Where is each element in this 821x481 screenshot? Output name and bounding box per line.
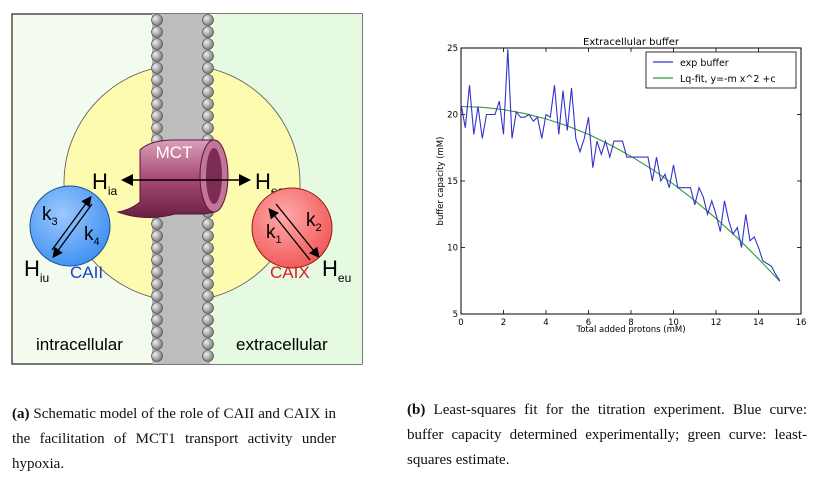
h-iu-label: Hiu [24, 256, 49, 285]
caption-b: (b) Least-squares fit for the titration … [407, 398, 807, 473]
legend-label-fit: Lq-fit, y=-m x^2 +c [680, 74, 776, 85]
caption-a: (a) Schematic model of the role of CAII … [12, 402, 336, 477]
k1-label: k1 [266, 222, 282, 246]
lipid-head [202, 314, 214, 326]
mct-label: MCT [156, 143, 193, 162]
lipid-head [151, 338, 163, 350]
caption-b-text: Least-squares fit for the titration expe… [407, 402, 807, 468]
x-axis-label: Total added protons (mM) [575, 325, 685, 335]
lipid-head [202, 326, 214, 338]
intracellular-label: intracellular [36, 335, 123, 354]
k4-label: k4 [84, 224, 100, 248]
lipid-head [202, 50, 214, 62]
lipid-head [202, 62, 214, 74]
caii-label: CAII [70, 263, 103, 282]
y-tick-label: 5 [453, 310, 458, 320]
lipid-head [151, 74, 163, 86]
lipid-head [151, 278, 163, 290]
chart-panel: Extracellular buffer 0 2 4 6 8 10 12 14 16 5 10 15 2… [436, 37, 806, 335]
lipid-head [202, 242, 214, 254]
lipid-head [151, 242, 163, 254]
lipid-head [202, 254, 214, 266]
k3-label: k3 [42, 204, 58, 228]
h-eu-label: Heu [322, 256, 351, 285]
lipid-head [151, 230, 163, 242]
lipid-head [151, 290, 163, 302]
lipid-head [151, 314, 163, 326]
caption-a-label: (a) [12, 406, 30, 422]
k2-label: k2 [306, 210, 322, 234]
lipid-head [202, 338, 214, 350]
x-tick-label: 4 [543, 318, 548, 328]
legend-label-exp: exp buffer [680, 58, 729, 69]
x-tick-label: 6 [586, 318, 591, 328]
lipid-head [151, 302, 163, 314]
k4-arrow [52, 203, 93, 259]
caix-label: CAIX [270, 263, 310, 282]
lipid-head [151, 218, 163, 230]
lipid-head [151, 266, 163, 278]
schematic-panel: MCT Hia Hea k3 k4 Hiu CAII k1 k2 CAIX He… [11, 13, 363, 365]
y-tick-label: 25 [447, 44, 458, 54]
lipid-head [151, 14, 163, 26]
x-tick-label: 10 [668, 318, 679, 328]
caption-b-label: (b) [407, 402, 426, 418]
lipid-head [202, 302, 214, 314]
h-ia-label: Hia [92, 169, 118, 198]
legend-box [645, 51, 797, 89]
lipid-head [151, 350, 163, 362]
lipid-head [151, 98, 163, 110]
lipid-head [202, 230, 214, 242]
lipid-head [151, 122, 163, 134]
y-tick-label: 20 [447, 111, 458, 121]
k1-arrow [275, 203, 320, 259]
lipid-head [202, 218, 214, 230]
series-lq-fit-line [460, 105, 781, 282]
lipid-head [202, 26, 214, 38]
data-series [460, 49, 781, 282]
lipid-head [202, 98, 214, 110]
lipid-head [151, 254, 163, 266]
lipid-head [151, 110, 163, 122]
lipid-head [151, 326, 163, 338]
lipid-head [202, 38, 214, 50]
caption-a-text: Schematic model of the role of CAII and … [12, 406, 336, 472]
lipid-head [202, 266, 214, 278]
lipid-head [202, 74, 214, 86]
k3-arrow [51, 195, 92, 251]
lipid-head [202, 350, 214, 362]
x-tick-label: 0 [458, 318, 463, 328]
lipid-head [151, 62, 163, 74]
axis-ticks: 0 2 4 6 8 10 12 14 16 5 10 15 20 25 [447, 44, 806, 328]
k2-arrow [268, 207, 311, 261]
lipid-head [151, 38, 163, 50]
y-tick-label: 15 [447, 177, 458, 187]
lipid-head [202, 110, 214, 122]
lipid-head [151, 50, 163, 62]
x-tick-label: 8 [628, 318, 633, 328]
x-tick-label: 16 [796, 318, 807, 328]
lipid-head [202, 86, 214, 98]
y-tick-label: 10 [447, 244, 458, 254]
x-tick-label: 12 [711, 318, 722, 328]
chart-title: Extracellular buffer [583, 37, 680, 48]
lipid-head [202, 122, 214, 134]
x-tick-label: 14 [753, 318, 764, 328]
series-exp-buffer-line [460, 49, 781, 282]
lipid-head [202, 14, 214, 26]
lipid-head [151, 26, 163, 38]
extracellular-label: extracellular [236, 335, 328, 354]
lipid-head [202, 278, 214, 290]
lipid-head [202, 290, 214, 302]
lipid-head [151, 86, 163, 98]
chart-legend: exp buffer Lq-fit, y=-m x^2 +c [645, 51, 797, 89]
y-axis-label: buffer capacity (mM) [436, 137, 446, 226]
x-tick-label: 2 [501, 318, 506, 328]
